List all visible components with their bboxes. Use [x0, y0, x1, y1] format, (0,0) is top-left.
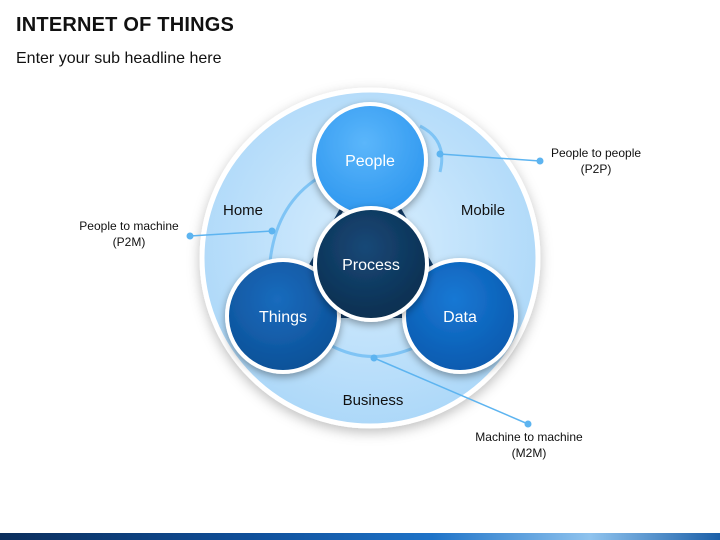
mobile-region-label: Mobile: [461, 202, 505, 219]
p2m-connector-dot-outer: [186, 232, 194, 240]
process-node: [313, 206, 429, 322]
home-region-label: Home: [223, 202, 263, 219]
p2m-callout-line1: People to machine: [79, 219, 179, 233]
p2p-arc: [419, 124, 444, 173]
m2m-callout-line2: (M2M): [512, 446, 547, 460]
m2m-connector-dot-outer: [524, 420, 532, 428]
p2p-callout-line1: People to people: [551, 146, 641, 160]
m2m-callout-line1: Machine to machine: [475, 430, 583, 444]
p2m-arc: [268, 176, 319, 263]
p2m-connector-dot-inner: [268, 227, 276, 235]
p2p-connector-dot-outer: [536, 157, 544, 165]
m2m-connector-dot-inner: [370, 354, 378, 362]
things-label: Things: [259, 309, 307, 326]
p2p-connector-dot-inner: [436, 150, 444, 158]
page-title: INTERNET OF THINGS: [16, 14, 235, 36]
p2m-callout-line2: (P2M): [113, 235, 146, 249]
footer-accent-bar: [0, 533, 720, 540]
data-node: [402, 258, 518, 374]
people-label: People: [345, 153, 395, 170]
page-subtitle: Enter your sub headline here: [16, 50, 222, 67]
process-label: Process: [342, 257, 400, 274]
data-label: Data: [443, 309, 477, 326]
business-region-label: Business: [343, 392, 404, 409]
p2m-connector: [189, 230, 273, 237]
p2p-callout-line2: (P2P): [581, 162, 612, 176]
p2p-connector: [439, 153, 541, 162]
things-node: [225, 258, 341, 374]
m2m-connector: [373, 357, 529, 425]
